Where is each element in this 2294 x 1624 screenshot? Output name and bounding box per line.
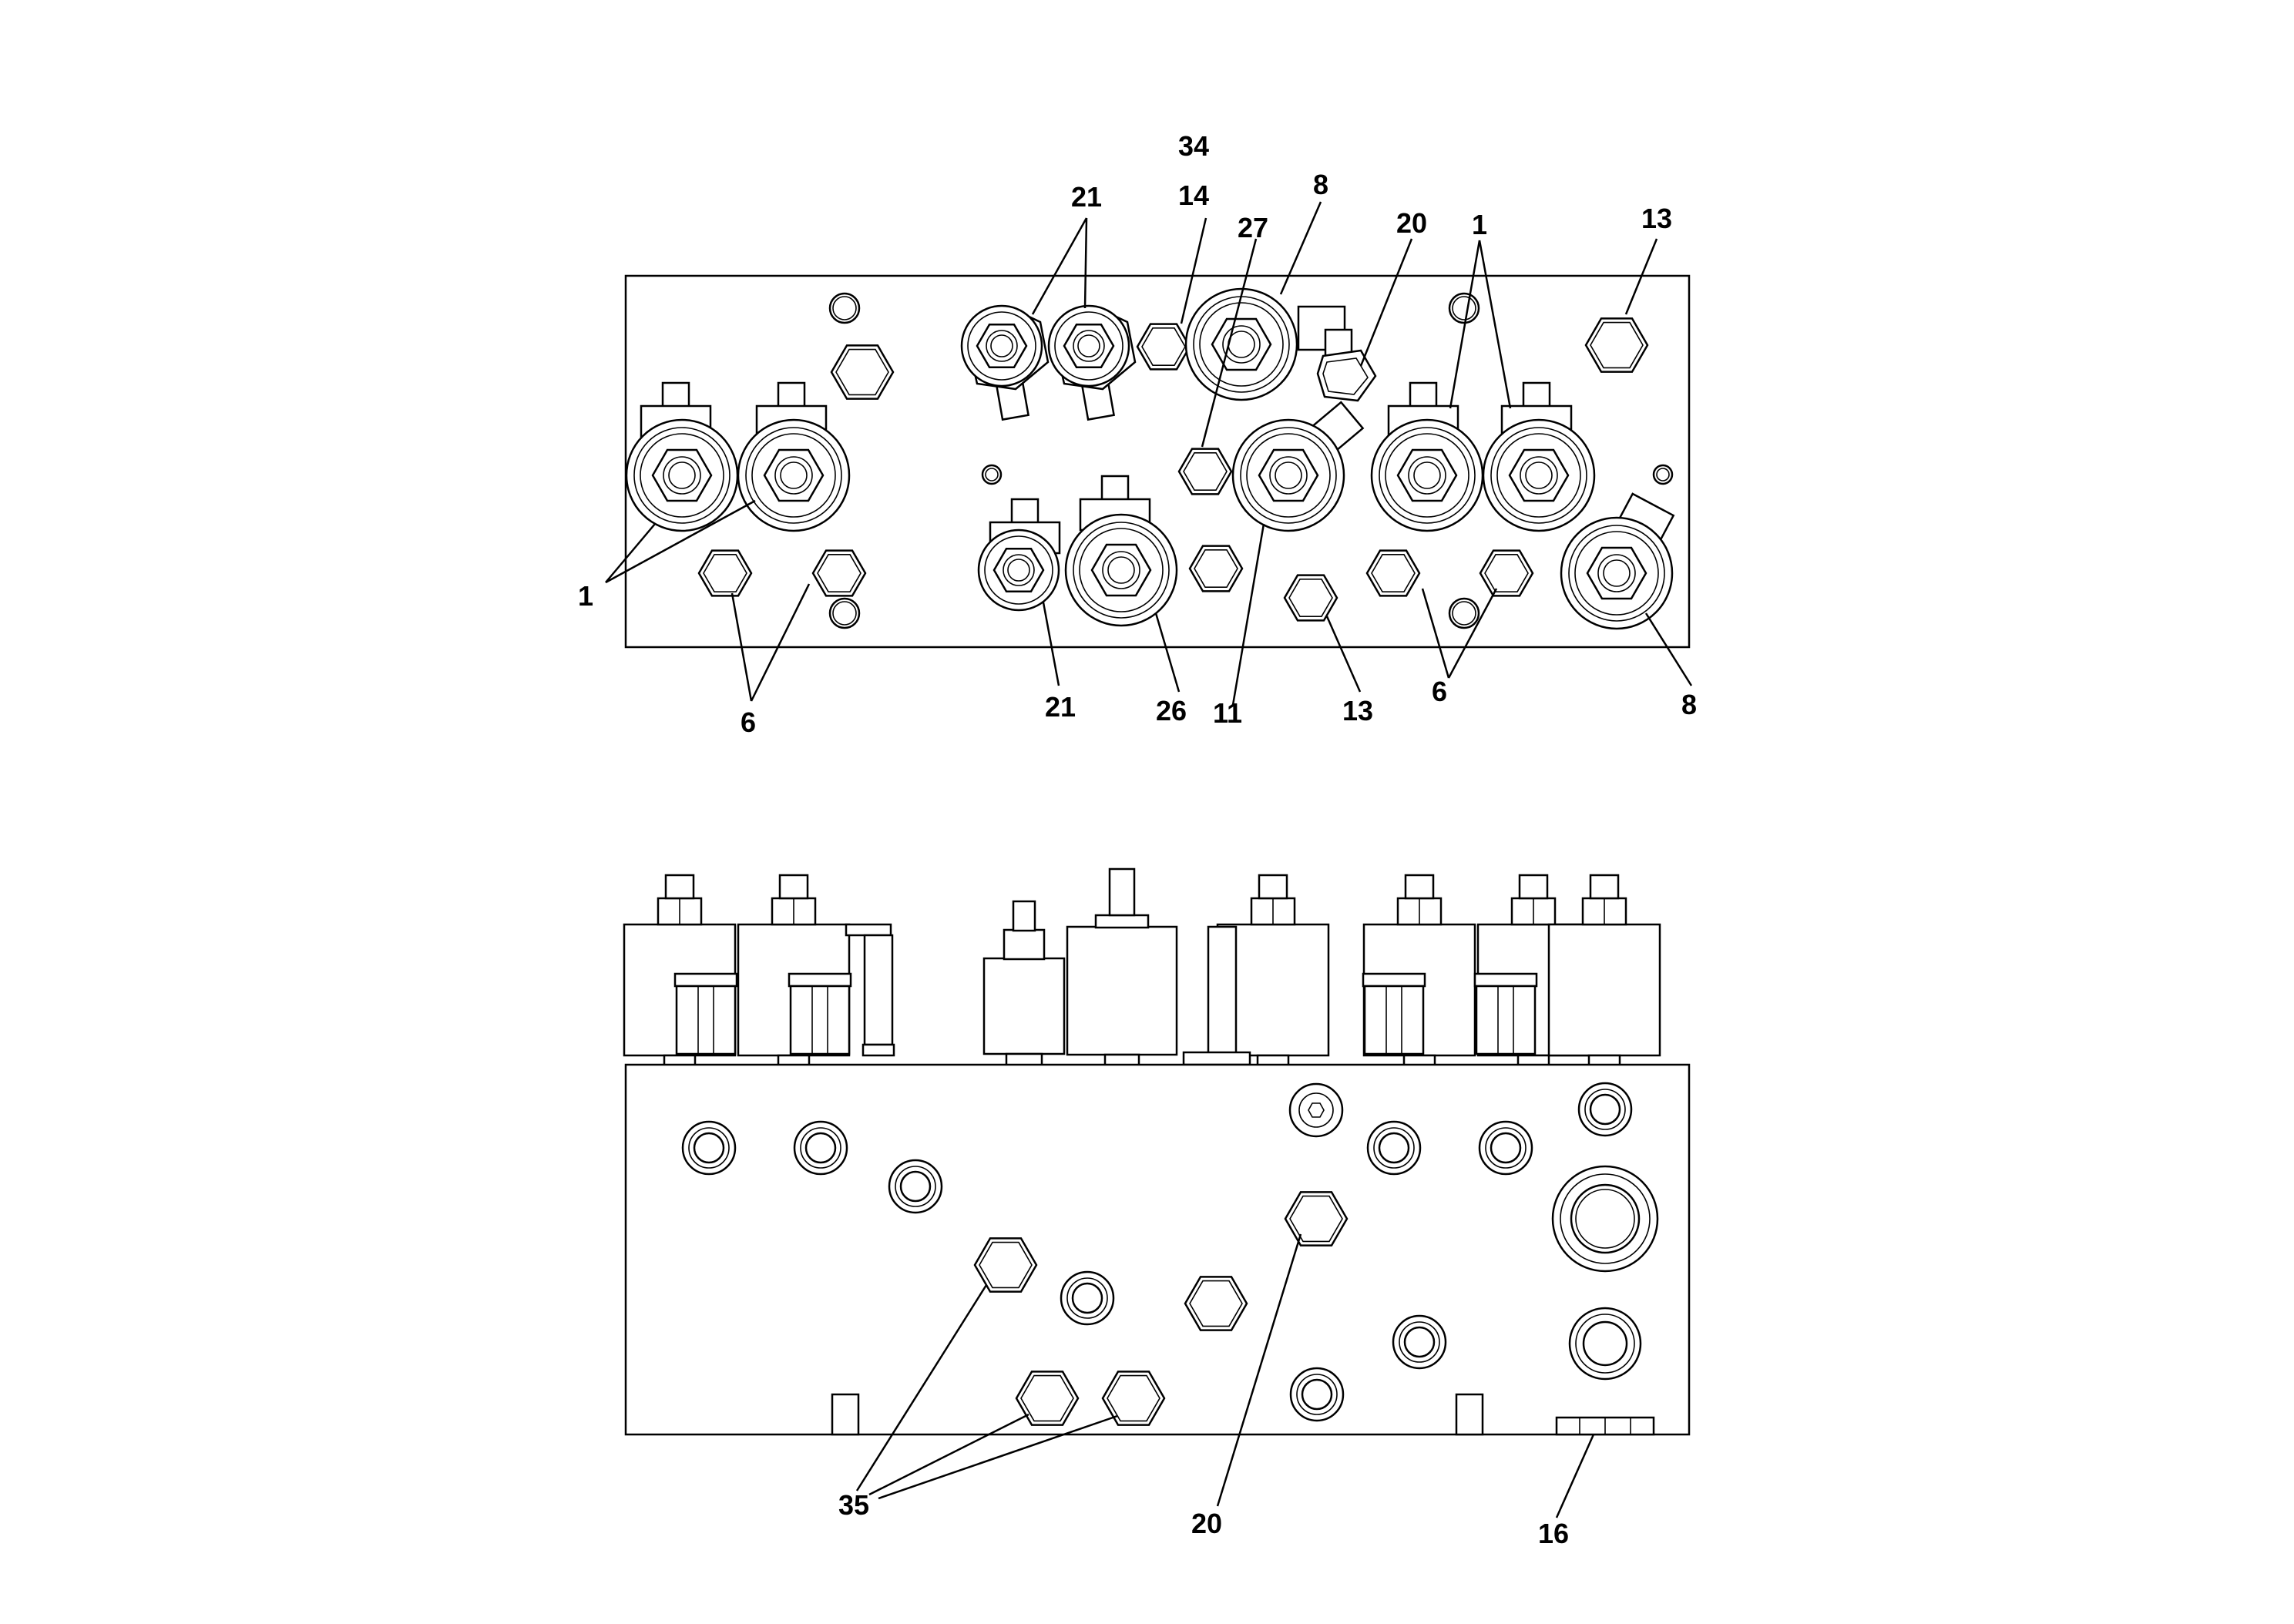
callout-13: 13: [1641, 203, 1672, 234]
callout-13: 13: [1342, 695, 1373, 726]
top-view: [624, 274, 1691, 649]
callout-21: 21: [1045, 691, 1076, 723]
callout-1: 1: [1472, 209, 1487, 240]
callout-20: 20: [1396, 207, 1427, 239]
top-callouts: 34 21 14 27 8 20 1 13 1 6 21 26 11 13 6 …: [578, 130, 1697, 738]
callout-35: 35: [838, 1489, 869, 1521]
callout-34: 34: [1178, 130, 1209, 162]
callout-14: 14: [1178, 180, 1209, 211]
callout-26: 26: [1156, 695, 1187, 726]
side-manifold-body: [624, 1063, 1691, 1436]
callout-8: 8: [1681, 689, 1697, 720]
callout-8: 8: [1313, 169, 1328, 200]
callout-6: 6: [1432, 676, 1447, 707]
callout-16: 16: [1538, 1518, 1569, 1549]
bottom-callouts: 35 20 16: [838, 1489, 1569, 1549]
bottom-leader-lines: [855, 1233, 1595, 1518]
callout-1: 1: [578, 580, 593, 612]
side-view: [623, 867, 1691, 1436]
callout-21: 21: [1071, 181, 1102, 213]
callout-11: 11: [1213, 697, 1242, 729]
callout-20: 20: [1191, 1508, 1222, 1539]
top-leader-lines: [605, 201, 1693, 706]
callout-6: 6: [741, 706, 756, 738]
callout-27: 27: [1238, 212, 1268, 243]
